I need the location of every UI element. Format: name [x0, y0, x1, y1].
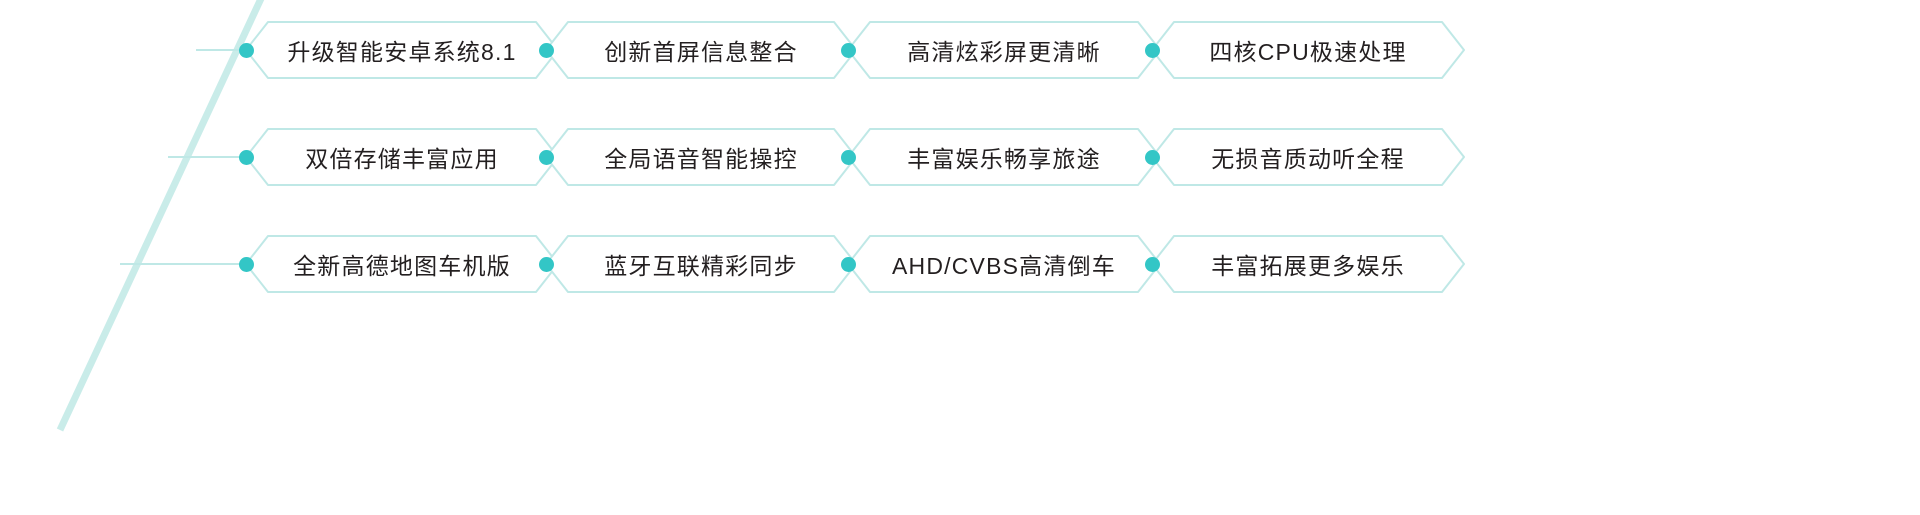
node-1-4[interactable]: 四核CPU极速处理: [1152, 22, 1464, 78]
node-bullet-dot: [840, 149, 856, 165]
node-label: 高清炫彩屏更清晰: [907, 39, 1101, 65]
node-3-3[interactable]: AHD/CVBS高清倒车: [848, 236, 1160, 292]
node-1-2[interactable]: 创新首屏信息整合: [546, 22, 856, 78]
node-bullet-dot: [238, 256, 254, 272]
node-bullet-dot: [238, 42, 254, 58]
node-label: 四核CPU极速处理: [1209, 39, 1407, 65]
node-2-2[interactable]: 全局语音智能操控: [546, 129, 856, 185]
node-3-4[interactable]: 丰富拓展更多娱乐: [1152, 236, 1464, 292]
row-1: 升级智能安卓系统8.1 创新首屏信息整合 高清炫彩屏更清晰 四核CPU极速处理: [0, 22, 1920, 82]
node-3-2[interactable]: 蓝牙互联精彩同步: [546, 236, 856, 292]
node-bullet-dot: [538, 256, 554, 272]
node-bullet-dot: [1144, 42, 1160, 58]
node-1-1[interactable]: 升级智能安卓系统8.1: [246, 22, 558, 78]
node-bullet-dot: [840, 42, 856, 58]
node-bullet-dot: [538, 149, 554, 165]
node-label: 创新首屏信息整合: [604, 39, 798, 65]
node-label: 双倍存储丰富应用: [305, 146, 499, 172]
node-bullet-dot: [1144, 256, 1160, 272]
node-label: 升级智能安卓系统8.1: [287, 39, 517, 65]
node-3-1[interactable]: 全新高德地图车机版: [246, 236, 558, 292]
diagonal-spine-line: [56, 0, 265, 432]
node-1-3[interactable]: 高清炫彩屏更清晰: [848, 22, 1160, 78]
node-label: 丰富拓展更多娱乐: [1211, 253, 1405, 279]
node-bullet-dot: [538, 42, 554, 58]
node-label: AHD/CVBS高清倒车: [892, 253, 1116, 279]
node-bullet-dot: [840, 256, 856, 272]
node-2-1[interactable]: 双倍存储丰富应用: [246, 129, 558, 185]
node-label: 全局语音智能操控: [604, 146, 798, 172]
node-2-4[interactable]: 无损音质动听全程: [1152, 129, 1464, 185]
node-bullet-dot: [1144, 149, 1160, 165]
node-label: 丰富娱乐畅享旅途: [907, 146, 1101, 172]
row-2: 双倍存储丰富应用 全局语音智能操控 丰富娱乐畅享旅途 无损音质动听全程: [0, 129, 1920, 189]
node-bullet-dot: [238, 149, 254, 165]
node-label: 蓝牙互联精彩同步: [604, 253, 798, 279]
node-2-3[interactable]: 丰富娱乐畅享旅途: [848, 129, 1160, 185]
node-label: 全新高德地图车机版: [293, 253, 511, 279]
node-label: 无损音质动听全程: [1211, 146, 1405, 172]
row-3: 全新高德地图车机版 蓝牙互联精彩同步 AHD/CVBS高清倒车 丰富拓展更多娱乐: [0, 236, 1920, 296]
